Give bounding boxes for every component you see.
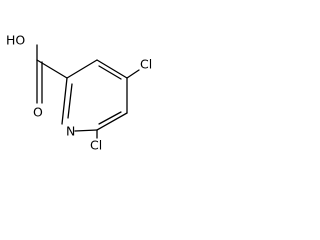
ring-nitrogen-label: N <box>66 124 75 139</box>
pyridine-ring <box>61 59 128 132</box>
ring-bond-c5-c6 <box>96 112 128 131</box>
ring-bond-c5-c6-inner <box>98 111 122 125</box>
ring-bond-n-c2-inner <box>67 83 73 119</box>
chlorine-top-label: Cl <box>140 57 152 72</box>
hydroxyl-label: HO <box>6 33 25 48</box>
ring-bond-n-c2 <box>61 77 68 125</box>
chlorine-bottom-label: Cl <box>90 138 102 153</box>
carbonyl-oxygen-label: O <box>33 105 43 120</box>
bond-c4-cl <box>126 69 140 79</box>
ring-bond-c6-n <box>74 129 98 132</box>
ring-bond-c2-c3 <box>66 59 98 79</box>
atom-labels: HO O N Cl Cl <box>6 33 152 153</box>
ring-bond-c3-c4 <box>96 59 128 79</box>
chemical-structure-diagram: HO O N Cl Cl <box>6 33 152 153</box>
substituent-bonds <box>36 44 140 139</box>
ring-bond-c3-c4-inner <box>98 65 122 80</box>
